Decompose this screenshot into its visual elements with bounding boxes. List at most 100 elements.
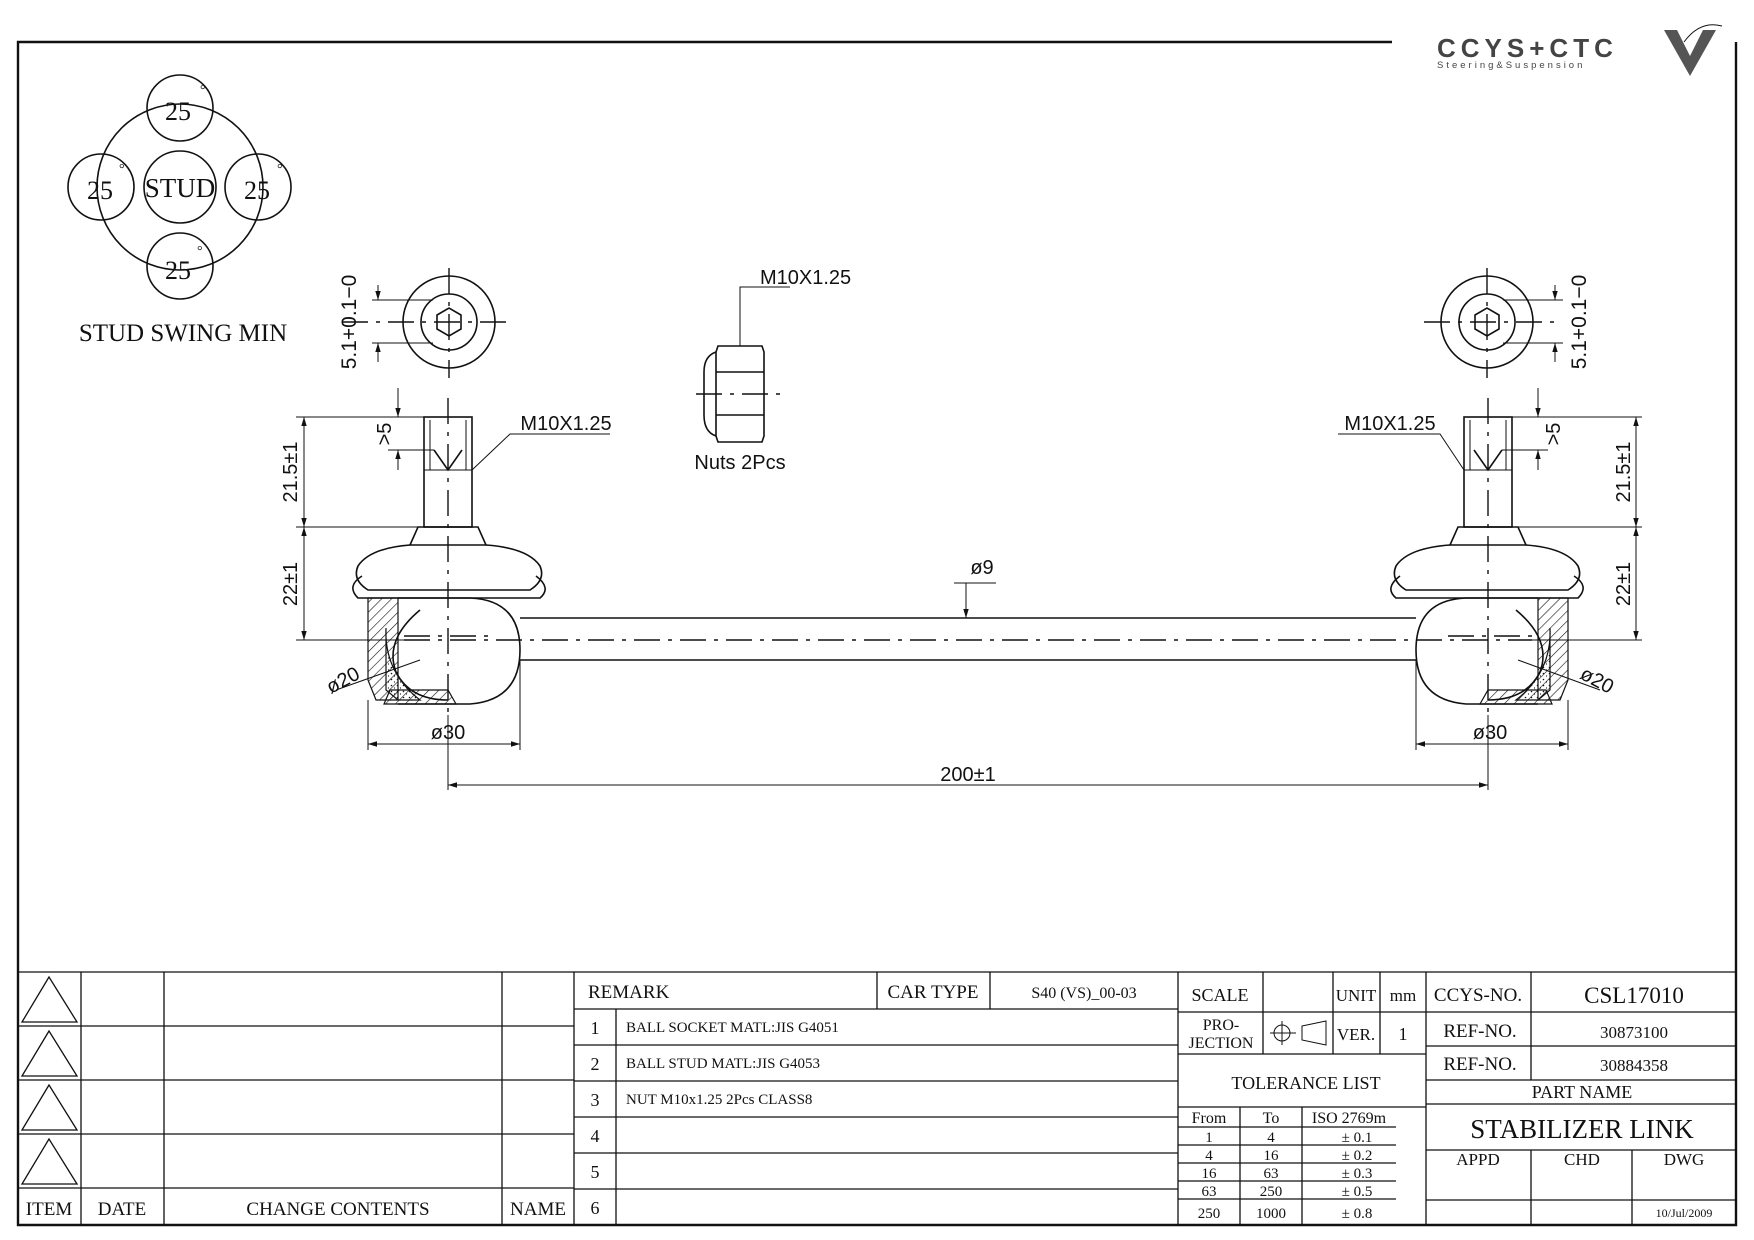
- tol-row-4-from: 63: [1202, 1184, 1217, 1200]
- tol-row-1-value: ± 0.1: [1342, 1130, 1373, 1146]
- remark-label: REMARK: [588, 982, 670, 1003]
- logo-mark-icon: [1664, 30, 1716, 76]
- remark-text-3: NUT M10x1.25 2Pcs CLASS8: [626, 1092, 812, 1108]
- remark-no-4: 4: [591, 1126, 600, 1146]
- part-name-label: PART NAME: [1532, 1082, 1632, 1102]
- tol-row-4-value: ± 0.5: [1342, 1184, 1373, 1200]
- rev-header-name: NAME: [510, 1199, 566, 1220]
- stabilizer-rod: ø9: [404, 557, 1532, 661]
- remark-no-1: 1: [591, 1018, 600, 1038]
- ver-value: 1: [1399, 1024, 1408, 1044]
- nut-thread-label: M10X1.25: [760, 267, 851, 289]
- scale-label: SCALE: [1191, 985, 1248, 1005]
- ver-label: VER.: [1337, 1025, 1375, 1044]
- tol-row-1-from: 1: [1205, 1130, 1213, 1146]
- right-stud-top-view: 5.1+0.1−0: [1424, 268, 1591, 378]
- hex-dim-left: 5.1+0.1−0: [338, 275, 361, 370]
- remark-text-2: BALL STUD MATL:JIS G4053: [626, 1056, 820, 1072]
- tol-row-5-from: 250: [1198, 1206, 1221, 1222]
- remark-no-5: 5: [591, 1162, 600, 1182]
- part-info-block: CCYS-NO. CSL17010 REF-NO. 30873100 REF-N…: [1425, 972, 1736, 1225]
- swing-degree-top: °: [200, 83, 206, 98]
- drawing-frame: [16, 40, 1738, 1227]
- tol-header-from: From: [1192, 1110, 1227, 1127]
- stud-length-left: 21.5±1: [280, 441, 302, 502]
- left-ball-joint: [352, 398, 546, 715]
- swing-circle-bottom: [146, 232, 214, 300]
- chd-label: CHD: [1564, 1150, 1600, 1169]
- ref2-value: 30884358: [1600, 1056, 1668, 1075]
- nut-view: M10X1.25 Nuts 2Pcs: [694, 267, 851, 474]
- tol-row-4-to: 250: [1260, 1184, 1283, 1200]
- swing-circle-left: [67, 153, 135, 221]
- socket-diameter-right: ø30: [1473, 722, 1507, 744]
- ref2-label: REF-NO.: [1443, 1054, 1516, 1075]
- ball-diameter-right: ø20: [1576, 663, 1617, 699]
- remark-table: REMARK CAR TYPE S40 (VS)_00-03 1 BALL SO…: [574, 972, 1178, 1225]
- tol-row-2-value: ± 0.2: [1342, 1148, 1373, 1164]
- swing-degree-right: °: [277, 162, 283, 177]
- rev-header-item: ITEM: [26, 1199, 73, 1220]
- tolerance-title: TOLERANCE LIST: [1231, 1073, 1380, 1093]
- remark-text-1: BALL SOCKET MATL:JIS G4051: [626, 1020, 839, 1036]
- rod-diameter: ø9: [970, 557, 993, 579]
- ref1-value: 30873100: [1600, 1023, 1668, 1042]
- swing-circle-top: [146, 74, 214, 142]
- brand-logo: CCYS+CTC Steering&Suspension: [1437, 24, 1723, 76]
- swing-circle-right: [224, 153, 292, 221]
- left-stud-top-view: 5.1+0.1−0: [338, 268, 508, 378]
- car-type-label: CAR TYPE: [888, 982, 979, 1003]
- car-type-value: S40 (VS)_00-03: [1031, 985, 1136, 1002]
- tol-row-2-from: 4: [1205, 1148, 1213, 1164]
- tol-row-3-from: 16: [1202, 1166, 1218, 1182]
- tol-row-3-value: ± 0.3: [1342, 1166, 1373, 1182]
- title-block: ITEM DATE CHANGE CONTENTS NAME REMARK CA…: [18, 971, 1736, 1225]
- stud-length-right: 21.5±1: [1613, 441, 1635, 502]
- dwg-label: DWG: [1664, 1150, 1705, 1169]
- swing-degree-left: °: [119, 162, 125, 177]
- right-ball-joint: [1390, 398, 1584, 715]
- tol-header-to: To: [1263, 1110, 1280, 1127]
- swing-center-circle: [143, 150, 217, 224]
- remark-no-3: 3: [591, 1090, 600, 1110]
- min-thread-left: >5: [374, 423, 396, 446]
- projection-label-1: PRO-: [1203, 1017, 1239, 1034]
- swing-degree-bottom: °: [197, 244, 203, 259]
- swing-angle-top: 25: [165, 97, 191, 126]
- ball-diameter-left: ø20: [323, 663, 364, 699]
- projection-label-2: JECTION: [1189, 1035, 1254, 1052]
- tol-row-3-to: 63: [1264, 1166, 1279, 1182]
- unit-label: UNIT: [1336, 986, 1377, 1005]
- tol-row-5-value: ± 0.8: [1342, 1206, 1373, 1222]
- revision-table: ITEM DATE CHANGE CONTENTS NAME: [18, 972, 575, 1225]
- appd-label: APPD: [1456, 1150, 1499, 1169]
- rev-header-change: CHANGE CONTENTS: [246, 1199, 429, 1220]
- center-distance: 200±1: [940, 764, 995, 786]
- height-left: 22±1: [280, 562, 302, 606]
- ccys-no-value: CSL17010: [1584, 983, 1684, 1008]
- nuts-count-label: Nuts 2Pcs: [694, 452, 785, 474]
- thread-label-left: M10X1.25: [520, 413, 611, 435]
- center-distance-dimension: 200±1: [447, 715, 1489, 790]
- logo-brand: CCYS+CTC: [1437, 33, 1618, 63]
- swing-center-label: STUD: [145, 173, 216, 203]
- part-name-value: STABILIZER LINK: [1470, 1114, 1694, 1144]
- tol-row-2-to: 16: [1264, 1148, 1280, 1164]
- min-thread-right: >5: [1543, 423, 1565, 446]
- drawing-date: 10/Jul/2009: [1656, 1206, 1713, 1220]
- thread-label-right: M10X1.25: [1344, 413, 1435, 435]
- tol-row-1-to: 4: [1267, 1130, 1275, 1146]
- stud-swing-diagram: STUD 25 ° 25 ° 25 ° 25 ° STUD SWING MIN: [67, 74, 292, 347]
- ref1-label: REF-NO.: [1443, 1021, 1516, 1042]
- remark-no-2: 2: [591, 1054, 600, 1074]
- logo-tagline: Steering&Suspension: [1437, 60, 1585, 71]
- tol-row-5-to: 1000: [1256, 1206, 1286, 1222]
- ccys-no-label: CCYS-NO.: [1434, 985, 1522, 1006]
- hex-dim-right: 5.1+0.1−0: [1568, 275, 1591, 370]
- unit-value: mm: [1390, 986, 1416, 1005]
- third-angle-projection-icon: [1270, 1020, 1327, 1046]
- height-right: 22±1: [1613, 562, 1635, 606]
- swing-angle-bottom: 25: [165, 256, 191, 285]
- tol-header-iso: ISO 2769m: [1312, 1110, 1387, 1127]
